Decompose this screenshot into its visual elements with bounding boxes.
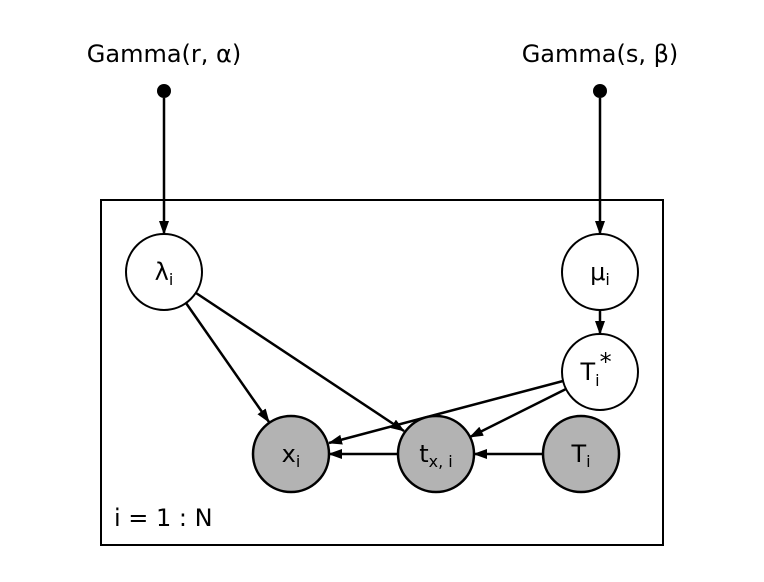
svg-text:μi: μi [590,258,610,289]
node-x: xi [251,414,331,494]
edge-tstar-to-t [469,387,567,439]
node-x-subscript: i [296,452,300,471]
lambda-prior-label: Gamma(r, α) [87,40,241,68]
node-lambda: λi [125,233,203,311]
mu-prior-node [593,84,607,98]
node-tstar-superscript: * [600,348,612,376]
plate-label: i = 1 : N [114,504,213,532]
node-t-star: Ti* [561,333,639,411]
node-T-symbol: T [570,440,586,468]
svg-text:Ti*: Ti* [579,348,611,390]
node-tstar-subscript: i [595,371,599,390]
node-x-symbol: x [282,440,296,468]
node-lambda-symbol: λ [155,258,169,286]
node-T: Ti [541,414,621,494]
svg-text:xi: xi [282,440,301,471]
svg-text:tx, i: tx, i [419,440,453,471]
edges [159,98,605,459]
mu-prior-label: Gamma(s, β) [522,40,679,68]
edge-tstar-to-x [328,379,564,445]
node-t-symbol: t [419,440,428,468]
node-mu: μi [561,233,639,311]
svg-text:Ti: Ti [570,440,590,471]
node-mu-symbol: μ [590,258,605,286]
edge-lambda-to-t [195,291,405,433]
node-t: tx, i [396,414,476,494]
lambda-prior-node [157,84,171,98]
node-tstar-symbol: T [579,358,595,386]
edge-lambda-to-x [184,302,271,423]
node-lambda-subscript: i [169,270,173,289]
node-T-subscript: i [586,452,590,471]
svg-text:λi: λi [155,258,174,289]
node-mu-subscript: i [605,270,609,289]
plate-box [100,199,664,546]
node-t-subscript: x, i [429,452,453,471]
